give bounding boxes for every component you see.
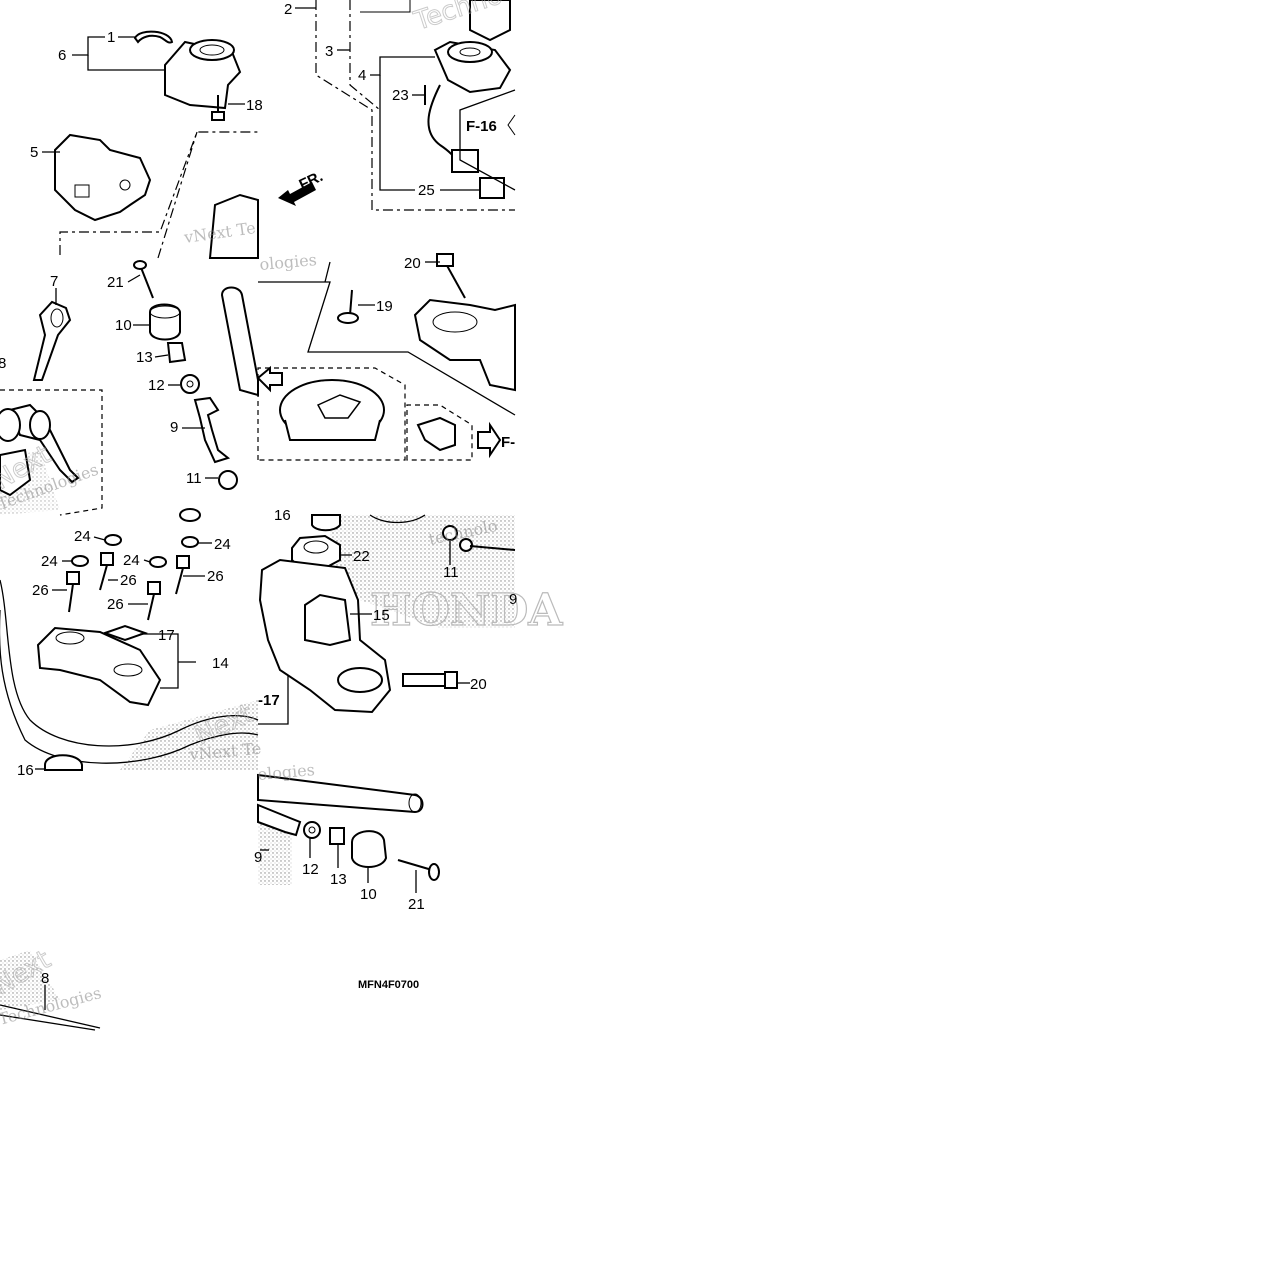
callout-5: 5 bbox=[30, 144, 38, 161]
callout-18: 18 bbox=[246, 97, 263, 114]
callout-10: 10 bbox=[360, 886, 377, 903]
callout-20: 20 bbox=[404, 255, 421, 272]
callout-24: 24 bbox=[41, 553, 58, 570]
watermark: ologies bbox=[257, 760, 316, 784]
tile-key-set-fragment bbox=[0, 985, 101, 1031]
ref-f17: -17 bbox=[258, 692, 280, 709]
callout-26: 26 bbox=[207, 568, 224, 585]
callout-24: 24 bbox=[214, 536, 231, 553]
callout-12: 12 bbox=[302, 861, 319, 878]
callout-8: 8 bbox=[0, 355, 6, 372]
callout-19: 19 bbox=[376, 298, 393, 315]
callout-2: 2 bbox=[284, 1, 292, 18]
callout-16: 16 bbox=[274, 507, 291, 524]
tile-handlebar-holder bbox=[0, 534, 259, 771]
brand-watermark: HONDA bbox=[370, 585, 563, 636]
watermark: ologies bbox=[259, 250, 318, 274]
callout-23: 23 bbox=[392, 87, 409, 104]
ref-f: F- bbox=[501, 434, 515, 451]
callout-7: 7 bbox=[50, 273, 58, 290]
callout-21: 21 bbox=[107, 274, 124, 291]
callout-14: 14 bbox=[212, 655, 229, 672]
callout-26: 26 bbox=[32, 582, 49, 599]
diagram-code: MFN4F0700 bbox=[358, 979, 419, 991]
callout-11: 11 bbox=[186, 470, 202, 487]
callout-10: 10 bbox=[115, 317, 132, 334]
callout-24: 24 bbox=[123, 552, 140, 569]
callout-6: 6 bbox=[58, 47, 66, 64]
callout-15: 15 bbox=[373, 607, 390, 624]
tile-ignition-cover bbox=[42, 30, 259, 259]
callout-26: 26 bbox=[120, 572, 137, 589]
callout-25: 25 bbox=[418, 182, 435, 199]
tile-steering-stem: HONDA bbox=[258, 514, 564, 725]
callout-13: 13 bbox=[136, 349, 153, 366]
tile-ignition-switch bbox=[278, 0, 516, 211]
callout-4: 4 bbox=[358, 67, 366, 84]
callout-3: 3 bbox=[325, 43, 333, 60]
callout-1: 1 bbox=[107, 29, 115, 46]
callout-9: 9 bbox=[170, 419, 178, 436]
callout-9: 9 bbox=[509, 591, 517, 608]
direction-label: FR. bbox=[297, 168, 326, 194]
tile-fuel-cap-steering bbox=[256, 253, 516, 461]
callout-13: 13 bbox=[330, 871, 347, 888]
callout-11: 11 bbox=[443, 564, 459, 581]
callout-20: 20 bbox=[470, 676, 487, 693]
callout-12: 12 bbox=[148, 377, 165, 394]
callout-16: 16 bbox=[17, 762, 34, 779]
callout-17: 17 bbox=[158, 627, 175, 644]
callout-9: 9 bbox=[254, 849, 262, 866]
callout-8: 8 bbox=[41, 970, 49, 987]
ref-f16: F-16 bbox=[466, 118, 497, 135]
tile-bar-end bbox=[257, 773, 440, 893]
callout-22: 22 bbox=[353, 548, 370, 565]
callout-26: 26 bbox=[107, 596, 124, 613]
tile-keys-cylinder bbox=[0, 260, 259, 522]
callout-24: 24 bbox=[74, 528, 91, 545]
callout-21: 21 bbox=[408, 896, 425, 913]
